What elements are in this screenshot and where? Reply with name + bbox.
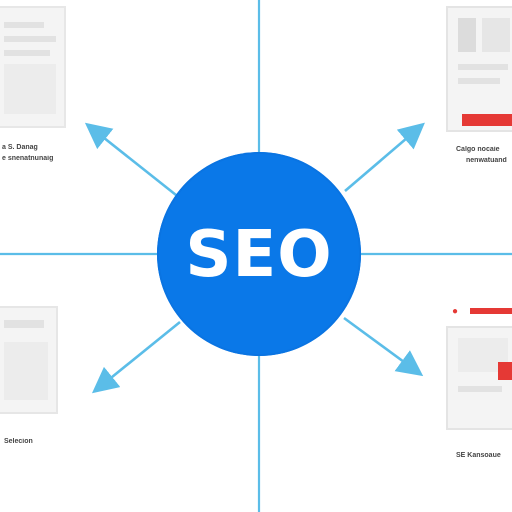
placeholder-bar — [458, 64, 508, 70]
bottom-right-page-thumbnail — [446, 326, 512, 430]
placeholder-bar — [458, 386, 502, 392]
placeholder-bar — [4, 50, 50, 56]
top-left-caption-line1: a S. Danag — [2, 144, 38, 151]
top-left-page-thumbnail — [0, 6, 66, 128]
bottom-left-page-thumbnail — [0, 306, 58, 414]
arrow-bottom-right — [343, 316, 424, 377]
bottom-left-caption: Selecion — [4, 438, 33, 445]
bottom-right-play-badge — [498, 362, 512, 380]
bottom-left-panel: Selecion — [0, 306, 66, 466]
top-left-panel: a S. Danag e snenatnunaig — [0, 0, 66, 170]
seo-hub-circle: SEO — [157, 152, 361, 356]
arrow-bottom-left — [91, 320, 181, 394]
top-right-caption-line2: nenwatuand — [466, 157, 507, 164]
placeholder-bar — [4, 342, 48, 400]
placeholder-bar — [482, 18, 510, 52]
placeholder-bar — [4, 64, 56, 114]
top-right-page-thumbnail — [446, 6, 512, 132]
top-left-caption-line2: e snenatnunaig — [2, 155, 54, 162]
placeholder-bar — [458, 18, 476, 52]
bottom-right-warning-icon: ● — [452, 306, 459, 317]
arrow-top-left — [84, 122, 177, 197]
placeholder-bar — [4, 320, 44, 328]
top-right-caption-line1: Calgo nocaie — [456, 146, 500, 153]
seo-hub-label: SEO — [185, 218, 333, 292]
bottom-right-panel: ● SE Kansoaue — [440, 300, 512, 470]
arrow-top-right — [344, 122, 425, 192]
top-right-panel: Calgo nocaie nenwatuand — [446, 0, 512, 170]
bottom-right-red-strip — [470, 308, 512, 314]
placeholder-bar — [4, 22, 44, 28]
bottom-right-caption: SE Kansoaue — [456, 452, 501, 459]
top-right-red-accent — [462, 114, 512, 126]
placeholder-bar — [4, 36, 56, 42]
placeholder-bar — [458, 78, 500, 84]
